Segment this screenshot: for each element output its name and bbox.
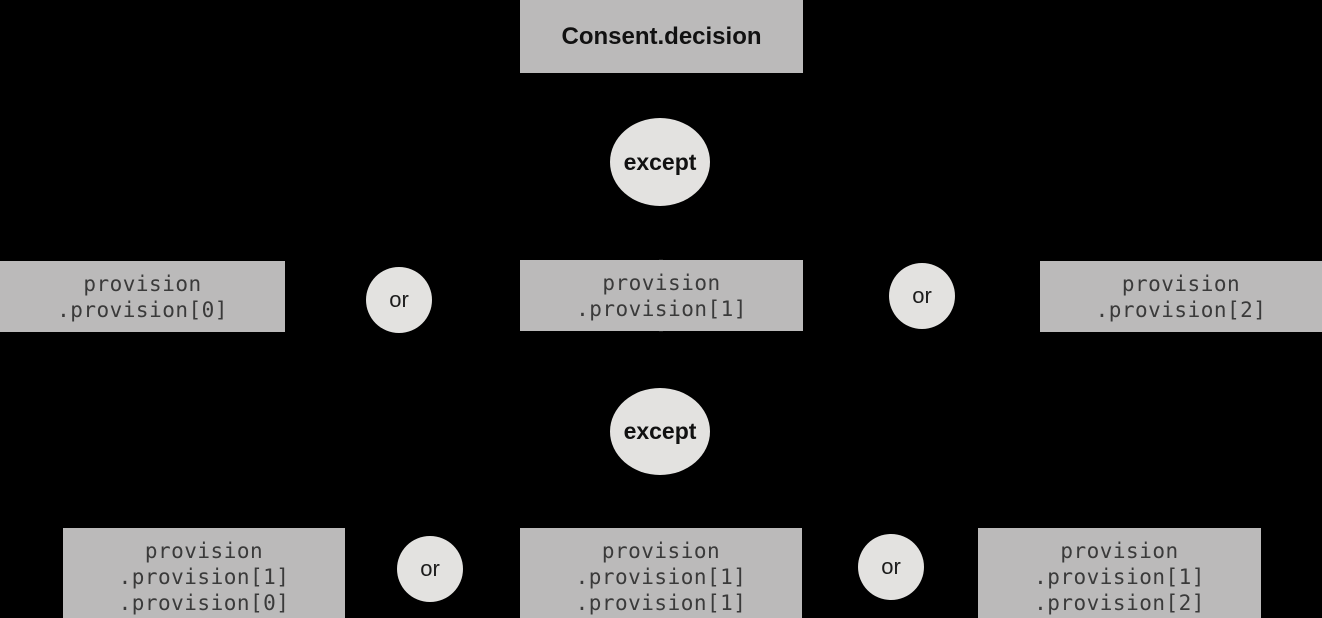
node-text-line: .provision[2] (1034, 590, 1205, 615)
or-operator-node-level2-left: or (397, 536, 463, 602)
except-operator-node-level2: except (610, 388, 710, 475)
node-text-line: .provision[0] (118, 590, 290, 615)
or-operator-node-level1-right: or (889, 263, 955, 329)
node-text-line: provision (144, 538, 264, 563)
node-text-line: .provision[1] (575, 590, 747, 615)
provision-node-0: provision .provision[0] (0, 261, 285, 332)
node-text-line: .provision[1] (575, 564, 747, 589)
provision-node-1-2: provision .provision[1] .provision[2] (978, 528, 1261, 618)
node-text-line: provision (601, 538, 721, 563)
node-text-line: provision (83, 271, 202, 296)
node-text-line: .provision[2] (1095, 297, 1267, 322)
provision-node-1: provision .provision[1] (520, 260, 803, 331)
node-text-line: .provision[1] (576, 296, 747, 321)
or-operator-node-level1-left: or (366, 267, 432, 333)
node-text-line: provision (1060, 538, 1179, 563)
root-node-consent-decision: Consent.decision (520, 0, 803, 73)
node-text-line: .provision[1] (1034, 564, 1205, 589)
node-text-line: .provision[1] (118, 564, 290, 589)
provision-node-2: provision .provision[2] (1040, 261, 1322, 332)
node-text-line: .provision[0] (57, 297, 228, 322)
except-operator-node-level1: except (610, 118, 710, 206)
or-operator-node-level2-right: or (858, 534, 924, 600)
node-text-line: provision (1121, 271, 1241, 296)
provision-node-1-1: provision .provision[1] .provision[1] (520, 528, 802, 618)
node-text-line: provision (602, 270, 721, 295)
provision-node-1-0: provision .provision[1] .provision[0] (63, 528, 345, 618)
